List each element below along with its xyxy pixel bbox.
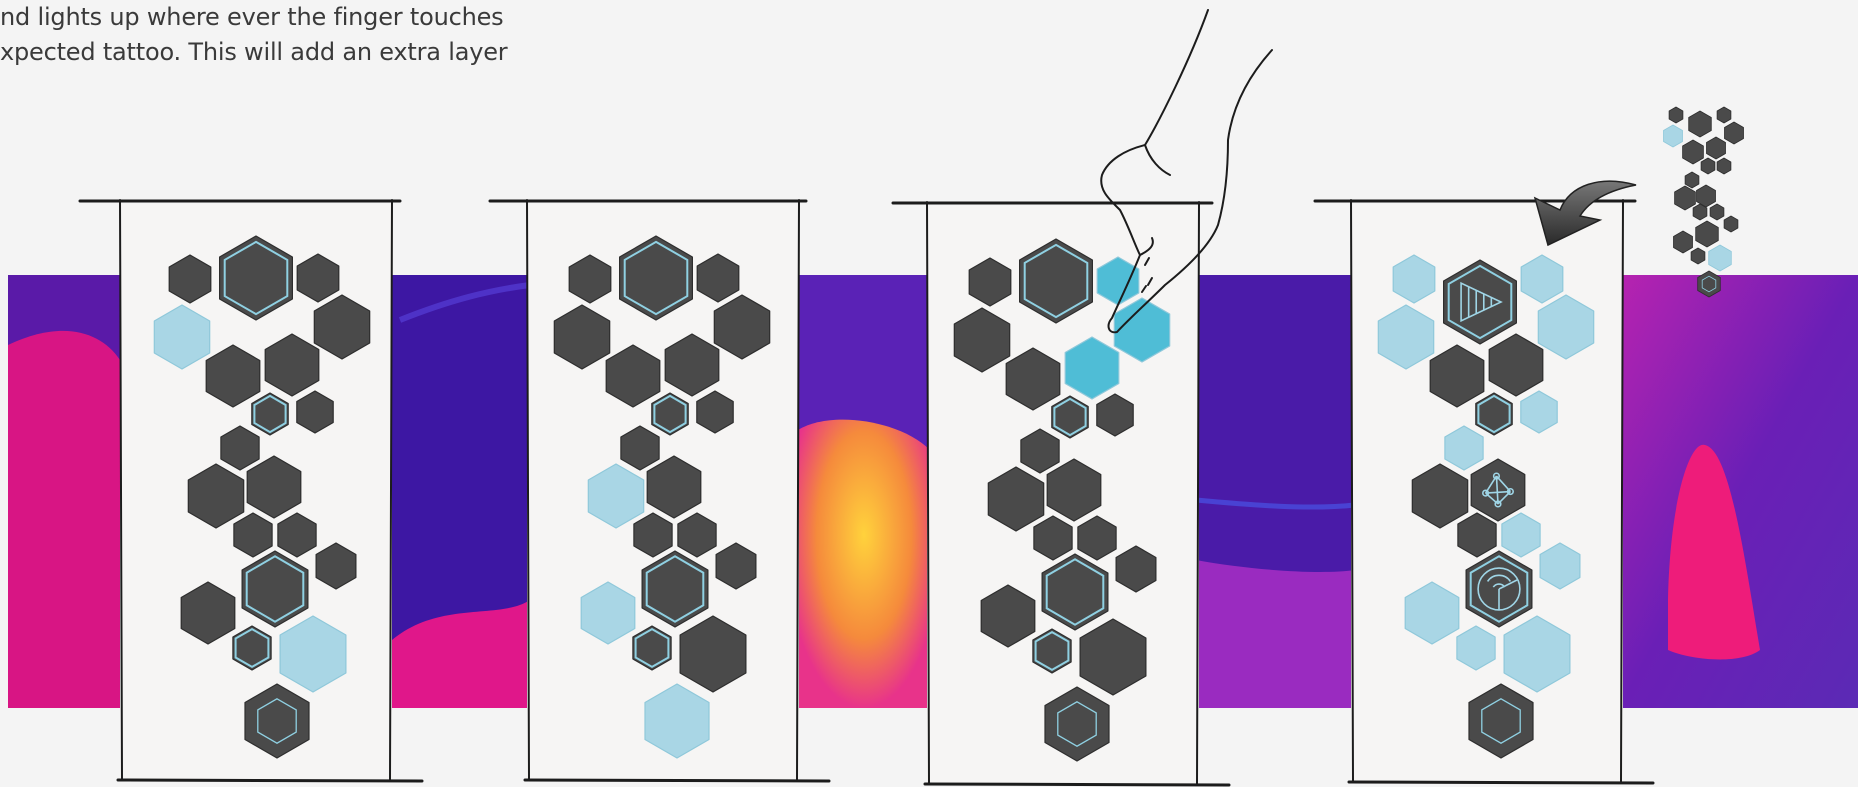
hex-cell-6	[1707, 137, 1726, 159]
hex-cell-17	[1691, 248, 1705, 264]
hex-cell-2	[1717, 107, 1731, 123]
hex-cell-15	[1696, 221, 1719, 247]
panel-3-touch	[893, 202, 1229, 785]
hex-cell-5	[1683, 140, 1704, 164]
panel-1-idle	[80, 200, 422, 781]
hex-cell-12	[1693, 204, 1707, 220]
hex-cell-4	[1725, 122, 1744, 144]
panel-4-result	[1315, 200, 1653, 783]
hex-cell-10	[1675, 186, 1696, 210]
panel-2-partial	[490, 200, 829, 781]
hex-cell-18	[1709, 245, 1732, 271]
hex-cell-3	[1664, 125, 1683, 147]
hex-cell-14	[1724, 216, 1738, 232]
hex-cell-1	[1689, 111, 1712, 137]
hex-cell-8	[1717, 158, 1731, 174]
hex-cell-13	[1710, 204, 1724, 220]
hex-cell-16	[1674, 231, 1693, 253]
hex-cell-11	[1697, 185, 1716, 207]
mini-hex-tattoo-preview	[1664, 107, 1744, 297]
hex-cell-9	[1685, 172, 1699, 188]
hex-cell-0	[1669, 107, 1683, 123]
hex-cell-7	[1701, 158, 1715, 174]
